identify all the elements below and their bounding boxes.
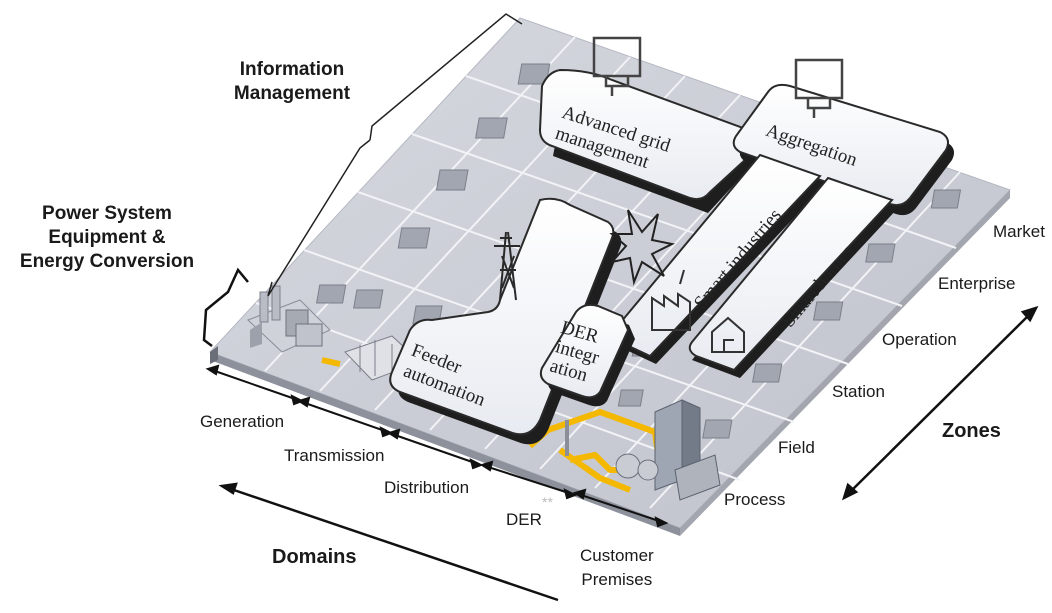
domain-der: DER [506,510,542,529]
buildings-illustration [565,399,721,501]
node-box [315,284,347,304]
power-system-line-2: Equipment & [48,227,166,248]
domain-arrows [205,364,669,528]
zone-process: Process [724,490,786,509]
home-icon [711,316,745,353]
zones-axis-arrow [841,305,1039,501]
zone-enterprise: Enterprise [938,274,1016,293]
power-system-line-1: Power System [42,203,172,224]
zone-operation: Operation [882,330,957,349]
transmission-tower-icon [494,231,520,301]
info-management-label: Information Management [222,58,362,106]
info-management-line-2: Management [233,83,351,104]
domain-generation: Generation [200,412,285,431]
info-management-line-1: Information [239,59,345,80]
power-system-label: Power System Equipment & Energy Conversi… [2,202,212,274]
zones-axis-label: Zones [942,420,1001,442]
monitor-icon [794,58,844,118]
node-boxes [315,63,962,439]
process-zone-plane [210,346,218,364]
node-box [517,63,551,85]
card-smart-homes [688,176,898,378]
zone-market: Market [993,222,1045,241]
node-box [397,227,431,249]
node-box [812,301,844,321]
domain-customer-line-2: Premises [581,570,653,589]
info-management-brace [267,13,523,297]
domains-axis-label: Domains [272,546,357,568]
domain-distribution: Distribution [384,478,470,497]
power-system-line-3: Energy Conversion [19,251,195,272]
node-box [353,289,384,309]
spark-icon [609,209,676,286]
footnote-mark: ** [542,494,553,510]
zone-field: Field [778,438,815,457]
node-box [617,389,644,407]
node-box [930,189,962,209]
monitor-icon [592,36,642,96]
node-box [702,419,733,439]
card-advanced-grid [538,68,768,213]
power-plant-illustration [247,285,331,353]
domain-customer-line-1: Customer [580,546,654,565]
card-der-integration [539,303,635,407]
domain-transmission: Transmission [284,446,385,465]
node-box [752,363,783,383]
factory-icon [651,269,691,331]
card-aggregation [732,83,954,216]
zone-station: Station [832,382,885,401]
power-system-brace [202,267,249,347]
node-box [475,117,508,139]
node-box [865,243,896,263]
domain-customer-premises: Customer Premises [580,544,654,592]
node-box [435,169,469,191]
domains-axis-arrow [218,482,559,602]
